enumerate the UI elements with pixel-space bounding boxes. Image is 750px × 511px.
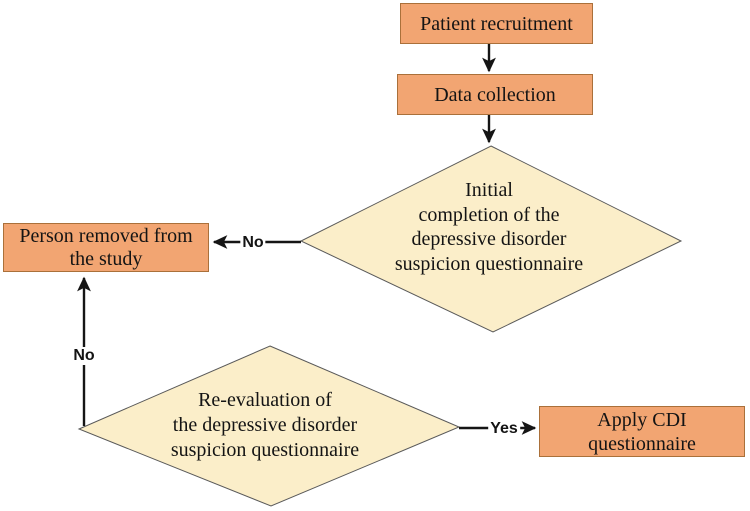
edge-label-reevaluation-yes: Yes [488, 420, 520, 438]
node-data-collection: Data collection [397, 74, 593, 115]
edge-label-reevaluation-no: No [71, 347, 97, 365]
node-person-removed: Person removed from the study [3, 223, 209, 272]
decision-initial-completion-label: Initial completion of the depressive dis… [394, 179, 584, 275]
node-patient-recruitment: Patient recruitment [400, 3, 593, 44]
decision-reevaluation-label: Re-evaluation of the depressive disorder… [170, 389, 360, 461]
node-apply-cdi: Apply CDI questionnaire [539, 406, 745, 457]
edge-label-initial-no: No [240, 234, 266, 252]
decision-initial-completion-shape [299, 145, 683, 333]
decision-reevaluation-shape [77, 345, 461, 507]
